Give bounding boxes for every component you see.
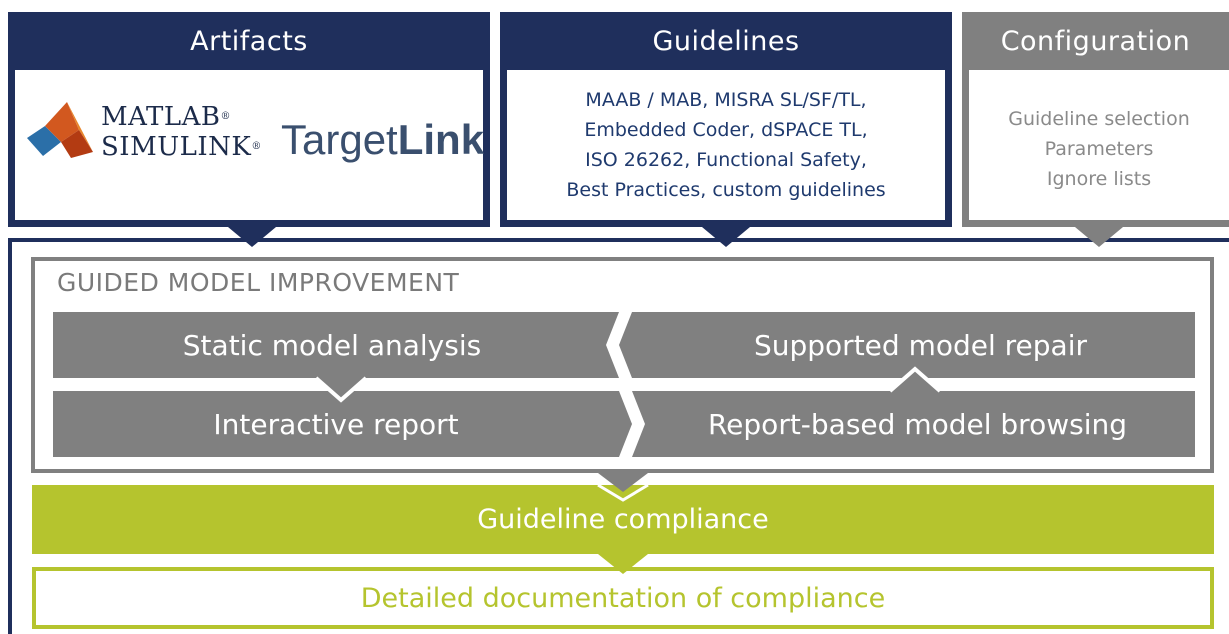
model-repair-label: Supported model repair (753, 328, 1088, 362)
configuration-card: Guideline selection Parameters Ignore li… (969, 70, 1229, 220)
model-browsing-label: Report-based model browsing (707, 407, 1127, 441)
config-line-1: Guideline selection (1008, 108, 1190, 130)
improvement-to-compliance-arrow-icon (598, 473, 648, 492)
guidelines-title: Guidelines (652, 25, 800, 57)
simulink-text: SIMULINK (101, 132, 252, 162)
compliance-bar: Guideline compliance (32, 485, 1214, 554)
guidelines-line-1: MAAB / MAB, MISRA SL/SF/TL, (585, 89, 867, 111)
config-line-2: Parameters (1044, 138, 1154, 160)
targetlink-text-light: Target (281, 116, 398, 163)
interactive-report-label: Interactive report (213, 407, 459, 441)
browsing-up-arrow-icon (890, 369, 940, 391)
matlab-registered: ® (220, 111, 231, 122)
compliance-label: Guideline compliance (477, 504, 769, 535)
repair-left-notch-icon (619, 312, 632, 378)
static-analysis-bar: Static model analysis (53, 312, 619, 378)
improvement-frame (31, 257, 1214, 473)
interactive-report-bar: Interactive report (53, 391, 619, 457)
simulink-registered: ® (251, 141, 262, 152)
config-line-3: Ignore lists (1046, 168, 1152, 190)
guidelines-line-3: ISO 26262, Functional Safety, (585, 149, 867, 171)
configuration-title: Configuration (1000, 25, 1191, 57)
artifacts-block: Artifacts MATLAB® SIMULINK® TargetLink (8, 12, 490, 227)
static-analysis-label: Static model analysis (182, 328, 482, 362)
workflow-frame (8, 238, 1229, 634)
compliance-to-documentation-arrow-icon (598, 554, 648, 574)
guidelines-line-4: Best Practices, custom guidelines (566, 179, 886, 201)
report-right-tab-icon (619, 391, 632, 457)
guidelines-block: Guidelines MAAB / MAB, MISRA SL/SF/TL, E… (500, 12, 952, 227)
matlab-text: MATLAB (101, 102, 221, 132)
improvement-title: GUIDED MODEL IMPROVEMENT (57, 268, 460, 297)
matlab-wordmark: MATLAB® SIMULINK® (101, 102, 261, 162)
analysis-down-arrow-icon (316, 378, 366, 400)
guidelines-card: MAAB / MAB, MISRA SL/SF/TL, Embedded Cod… (507, 70, 945, 220)
guidelines-line-2: Embedded Coder, dSPACE TL, (584, 119, 868, 141)
matlab-logo-icon (27, 102, 93, 158)
targetlink-text-bold: Link (397, 116, 485, 163)
model-repair-bar: Supported model repair (632, 312, 1195, 378)
configuration-arrow-icon (1075, 227, 1123, 247)
configuration-block: Configuration Guideline selection Parame… (962, 12, 1229, 227)
model-browsing-bar: Report-based model browsing (632, 391, 1195, 457)
artifacts-card: MATLAB® SIMULINK® TargetLink (15, 70, 484, 220)
artifacts-arrow-icon (228, 227, 276, 247)
documentation-label: Detailed documentation of compliance (360, 582, 886, 614)
guidelines-arrow-icon (702, 227, 750, 247)
targetlink-logo: TargetLink (281, 116, 484, 164)
artifacts-title: Artifacts (190, 25, 308, 57)
